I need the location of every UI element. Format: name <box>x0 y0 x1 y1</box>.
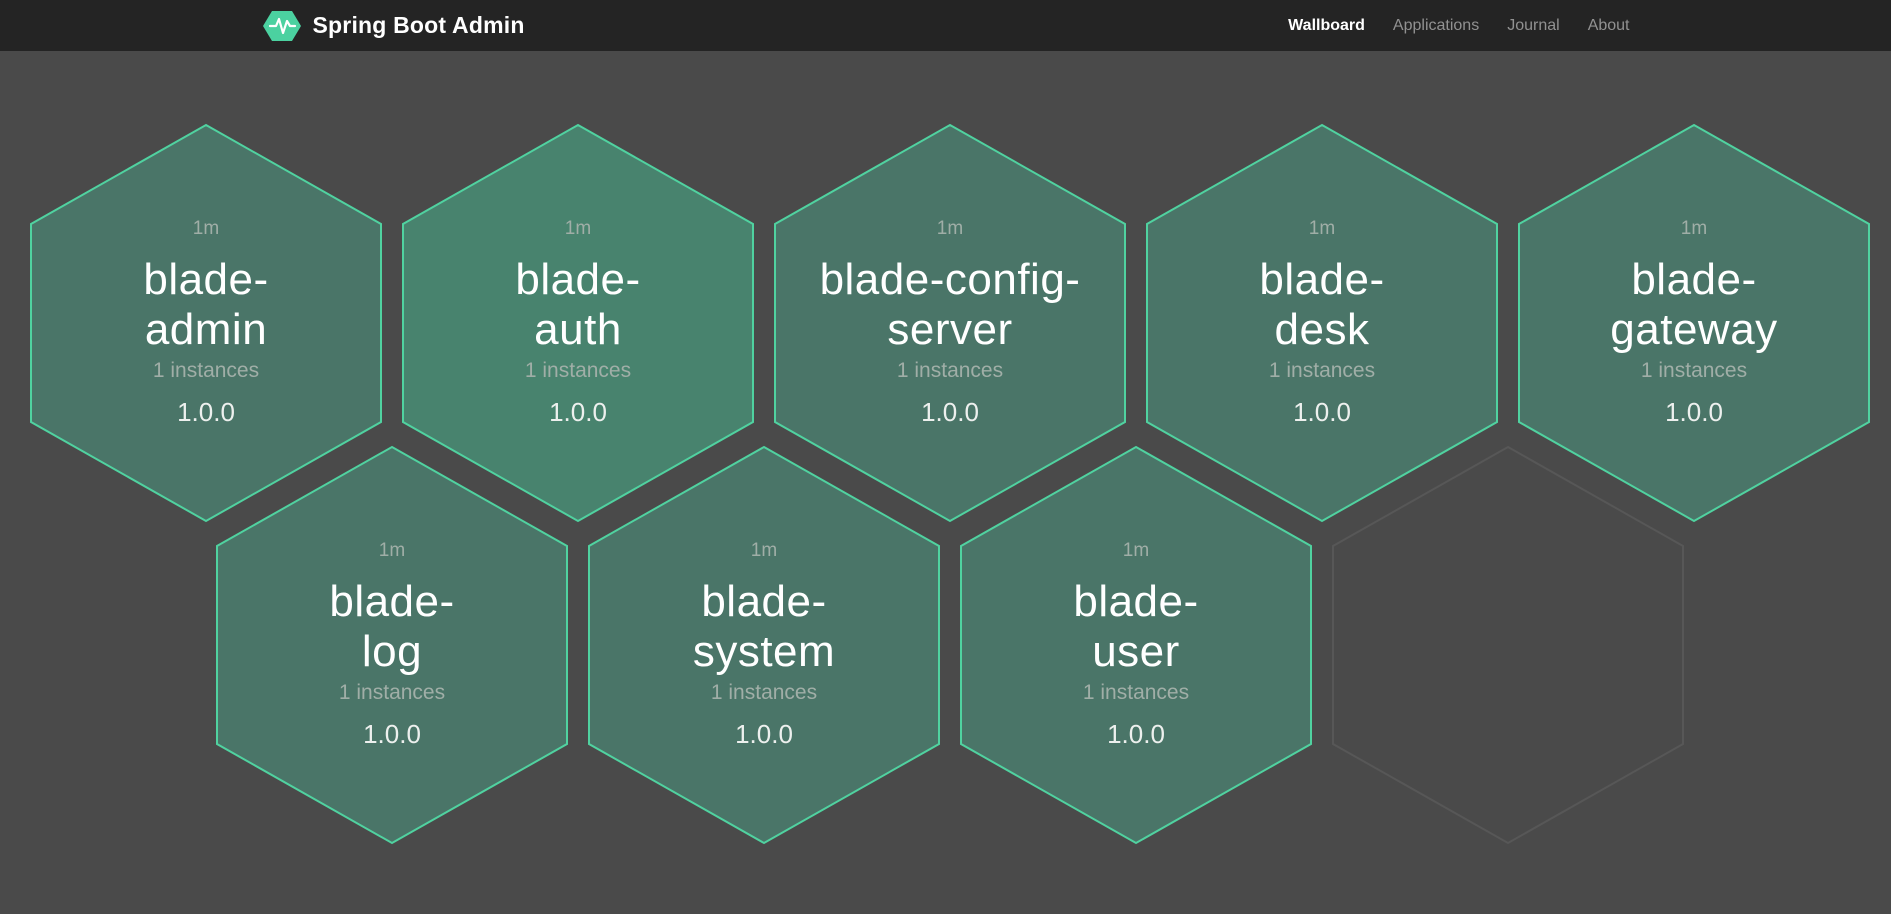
app-name-line: blade- <box>515 255 641 305</box>
app-hexagon-blade-gateway[interactable]: 1m blade-gateway 1 instances 1.0.0 <box>1517 123 1871 523</box>
app-instances: 1 instances <box>710 681 818 705</box>
app-hexagon-blade-admin[interactable]: 1m blade-admin 1 instances 1.0.0 <box>29 123 383 523</box>
app-name-line: desk <box>1274 305 1370 355</box>
app-name: blade-auth <box>515 255 640 355</box>
app-info: 1m blade-system 1 instances 1.0.0 <box>587 445 941 845</box>
app-name-line: blade- <box>1073 577 1199 627</box>
app-name-line: log <box>361 627 423 677</box>
app-instances: 1 instances <box>1268 359 1376 383</box>
app-name-line: system <box>692 627 836 677</box>
nav-links: Wallboard Applications Journal About <box>1274 17 1629 35</box>
app-uptime: 1m <box>1680 218 1708 240</box>
app-name-line: blade- <box>143 255 269 305</box>
nav-link-wallboard[interactable]: Wallboard <box>1288 16 1365 34</box>
wallboard: 1m blade-admin 1 instances 1.0.0 1m blad… <box>0 51 1891 914</box>
app-hexagon-blade-system[interactable]: 1m blade-system 1 instances 1.0.0 <box>587 445 941 845</box>
app-instances: 1 instances <box>152 359 260 383</box>
app-version: 1.0.0 <box>549 396 607 427</box>
brand-title: Spring Boot Admin <box>312 12 525 38</box>
app-instances: 1 instances <box>896 359 1004 383</box>
app-info: 1m blade-admin 1 instances 1.0.0 <box>29 123 383 523</box>
app-instances: 1 instances <box>1640 359 1748 383</box>
app-name-line: admin <box>144 305 268 355</box>
hexagon-shape <box>1146 123 1498 523</box>
app-version: 1.0.0 <box>363 718 421 749</box>
app-version: 1.0.0 <box>1293 396 1351 427</box>
app-version: 1.0.0 <box>177 396 235 427</box>
app-info: 1m blade-config-server 1 instances 1.0.0 <box>773 123 1127 523</box>
app-uptime: 1m <box>750 540 778 562</box>
app-name-line: blade- <box>1631 255 1757 305</box>
app-uptime: 1m <box>564 218 592 240</box>
hexagon-outline <box>1332 445 1684 845</box>
app-version: 1.0.0 <box>735 718 793 749</box>
hexagon-shape <box>216 445 568 845</box>
app-hexagon-blade-auth[interactable]: 1m blade-auth 1 instances 1.0.0 <box>401 123 755 523</box>
pulse-hexagon-icon <box>262 10 301 41</box>
app-name-line: server <box>887 305 1013 355</box>
app-name: blade-gateway <box>1610 255 1777 355</box>
app-uptime: 1m <box>378 540 406 562</box>
app-version: 1.0.0 <box>1665 396 1723 427</box>
navbar: Spring Boot Admin Wallboard Applications J… <box>0 0 1891 51</box>
app-version: 1.0.0 <box>921 396 979 427</box>
app-name: blade-config-server <box>820 255 1081 355</box>
app-info: 1m blade-user 1 instances 1.0.0 <box>959 445 1313 845</box>
app-info: 1m blade-auth 1 instances 1.0.0 <box>401 123 755 523</box>
app-hexagon-blade-user[interactable]: 1m blade-user 1 instances 1.0.0 <box>959 445 1313 845</box>
app-name-line: auth <box>534 305 622 355</box>
app-name-line: gateway <box>1610 305 1778 355</box>
app-uptime: 1m <box>1122 540 1150 562</box>
hexagon-shape <box>960 445 1312 845</box>
empty-hexagon-slot <box>1331 445 1685 845</box>
hexagon-shape <box>774 123 1126 523</box>
app-name: blade-desk <box>1259 255 1384 355</box>
app-name: blade-user <box>1073 577 1198 677</box>
app-info: 1m blade-log 1 instances 1.0.0 <box>215 445 569 845</box>
app-instances: 1 instances <box>338 681 446 705</box>
app-name: blade-log <box>329 577 454 677</box>
app-instances: 1 instances <box>524 359 632 383</box>
app-hexagon-blade-desk[interactable]: 1m blade-desk 1 instances 1.0.0 <box>1145 123 1499 523</box>
app-info: 1m blade-gateway 1 instances 1.0.0 <box>1517 123 1871 523</box>
app-name-line: blade-config- <box>819 255 1081 305</box>
app-uptime: 1m <box>1308 218 1336 240</box>
hexagon-shape <box>1518 123 1870 523</box>
app-name-line: blade- <box>701 577 827 627</box>
nav-link-journal[interactable]: Journal <box>1507 16 1560 34</box>
brand-link[interactable]: Spring Boot Admin <box>262 9 525 43</box>
nav-link-about[interactable]: About <box>1587 16 1630 34</box>
app-hexagon-blade-config-server[interactable]: 1m blade-config-server 1 instances 1.0.0 <box>773 123 1127 523</box>
app-version: 1.0.0 <box>1107 718 1165 749</box>
app-name: blade-system <box>693 577 835 677</box>
app-instances: 1 instances <box>1082 681 1190 705</box>
app-name: blade-admin <box>143 255 268 355</box>
navbar-container: Spring Boot Admin Wallboard Applications J… <box>262 9 1630 43</box>
hexagon-shape <box>30 123 382 523</box>
app-name-line: blade- <box>1259 255 1385 305</box>
hexagon-shape <box>402 123 754 523</box>
app-info: 1m blade-desk 1 instances 1.0.0 <box>1145 123 1499 523</box>
hexagon-shape <box>588 445 940 845</box>
app-uptime: 1m <box>936 218 964 240</box>
app-name-line: blade- <box>329 577 455 627</box>
app-uptime: 1m <box>192 218 220 240</box>
app-hexagon-blade-log[interactable]: 1m blade-log 1 instances 1.0.0 <box>215 445 569 845</box>
app-name-line: user <box>1092 627 1180 677</box>
nav-link-applications[interactable]: Applications <box>1392 16 1480 34</box>
